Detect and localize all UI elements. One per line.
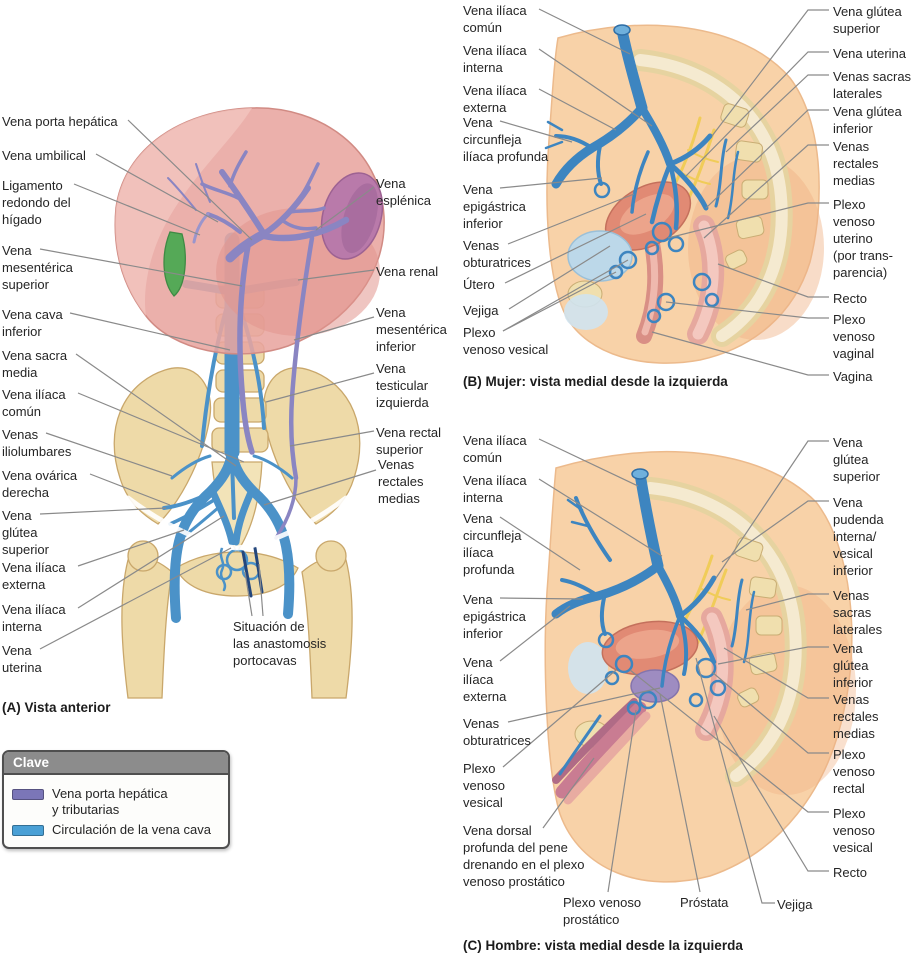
legend-item-portal: Vena porta hepática y tributarias <box>12 786 220 818</box>
leader-line <box>263 469 377 506</box>
panel-c-caption: (C) Hombre: vista medial desde la izquie… <box>463 938 743 953</box>
leader-lines <box>39 8 829 904</box>
leader-line <box>711 671 829 754</box>
panel-c-illustration <box>544 451 856 883</box>
leader-line <box>289 430 375 447</box>
leader-line <box>667 202 829 239</box>
panel-b-caption: (B) Mujer: vista medial desde la izquier… <box>463 374 728 389</box>
spleen <box>320 172 384 260</box>
leader-line <box>651 331 829 376</box>
panel-b-illustration <box>544 24 824 364</box>
leader-line <box>538 438 639 487</box>
leader-line <box>507 193 635 245</box>
leader-line <box>538 478 663 557</box>
leader-line <box>725 74 829 153</box>
leader-line <box>665 301 829 319</box>
leader-line <box>499 120 573 143</box>
leader-line <box>77 392 245 463</box>
leader-line <box>499 177 603 189</box>
inguinal-ligaments <box>125 495 349 551</box>
leader-line <box>502 669 617 768</box>
leader-line <box>499 605 571 662</box>
legend-title: Clave <box>4 752 228 775</box>
leader-line <box>499 516 581 571</box>
leader-line <box>73 183 201 236</box>
gallbladder <box>163 231 186 297</box>
leader-line <box>629 669 829 813</box>
leader-line <box>711 9 829 137</box>
leader-line <box>39 547 232 650</box>
leader-line <box>508 245 611 310</box>
legend-item-label: Circulación de la vena cava <box>52 822 211 837</box>
leader-line <box>717 263 829 298</box>
leader-line <box>717 646 829 665</box>
leader-line <box>715 440 829 579</box>
leader-line <box>703 144 829 239</box>
legend: Clave Vena porta hepática y tributarias … <box>2 750 230 849</box>
leader-line <box>127 119 253 241</box>
pubic-cartilage-b <box>564 294 608 330</box>
leader-line <box>293 316 375 341</box>
leader-line <box>538 88 617 131</box>
leader-line <box>695 657 775 904</box>
leader-line <box>244 571 253 617</box>
penis <box>552 698 651 805</box>
leader-line <box>542 757 595 829</box>
leader-line <box>607 709 637 893</box>
sacrum-c <box>574 537 783 748</box>
portal-veins <box>167 150 350 540</box>
veins-c <box>551 468 756 776</box>
leader-line <box>39 507 167 515</box>
leader-line <box>538 48 653 127</box>
leader-line <box>504 213 647 284</box>
leader-line <box>499 597 584 600</box>
leader-line <box>315 186 375 231</box>
leader-line <box>745 593 829 611</box>
leader-line <box>502 259 629 332</box>
pubic-cartilage-c <box>568 642 608 694</box>
leader-line <box>265 372 375 403</box>
leader-line <box>39 248 243 287</box>
leader-line <box>77 529 185 567</box>
leader-line <box>502 271 617 332</box>
leader-line <box>685 51 829 177</box>
leader-line <box>507 687 661 723</box>
leader-line <box>77 515 225 609</box>
legend-item-cava: Circulación de la vena cava <box>12 822 220 838</box>
legend-swatch-portal-icon <box>12 789 44 800</box>
leader-line <box>95 153 219 223</box>
leader-line <box>45 432 173 477</box>
leader-line <box>713 715 829 872</box>
legend-swatch-cava-icon <box>12 825 44 836</box>
leader-line <box>89 473 171 506</box>
panel-a-illustration <box>113 107 385 699</box>
leader-line <box>723 647 829 699</box>
panel-a-caption: (A) Vista anterior <box>2 700 111 715</box>
leader-line <box>258 563 264 617</box>
legend-item-label: Vena porta hepática y tributarias <box>52 786 168 817</box>
leader-line <box>538 8 631 55</box>
leader-line <box>659 693 701 893</box>
leader-line <box>69 312 231 351</box>
leader-line <box>297 269 375 281</box>
leader-line <box>705 109 829 209</box>
veins-b <box>544 24 740 324</box>
leader-line <box>721 500 829 563</box>
